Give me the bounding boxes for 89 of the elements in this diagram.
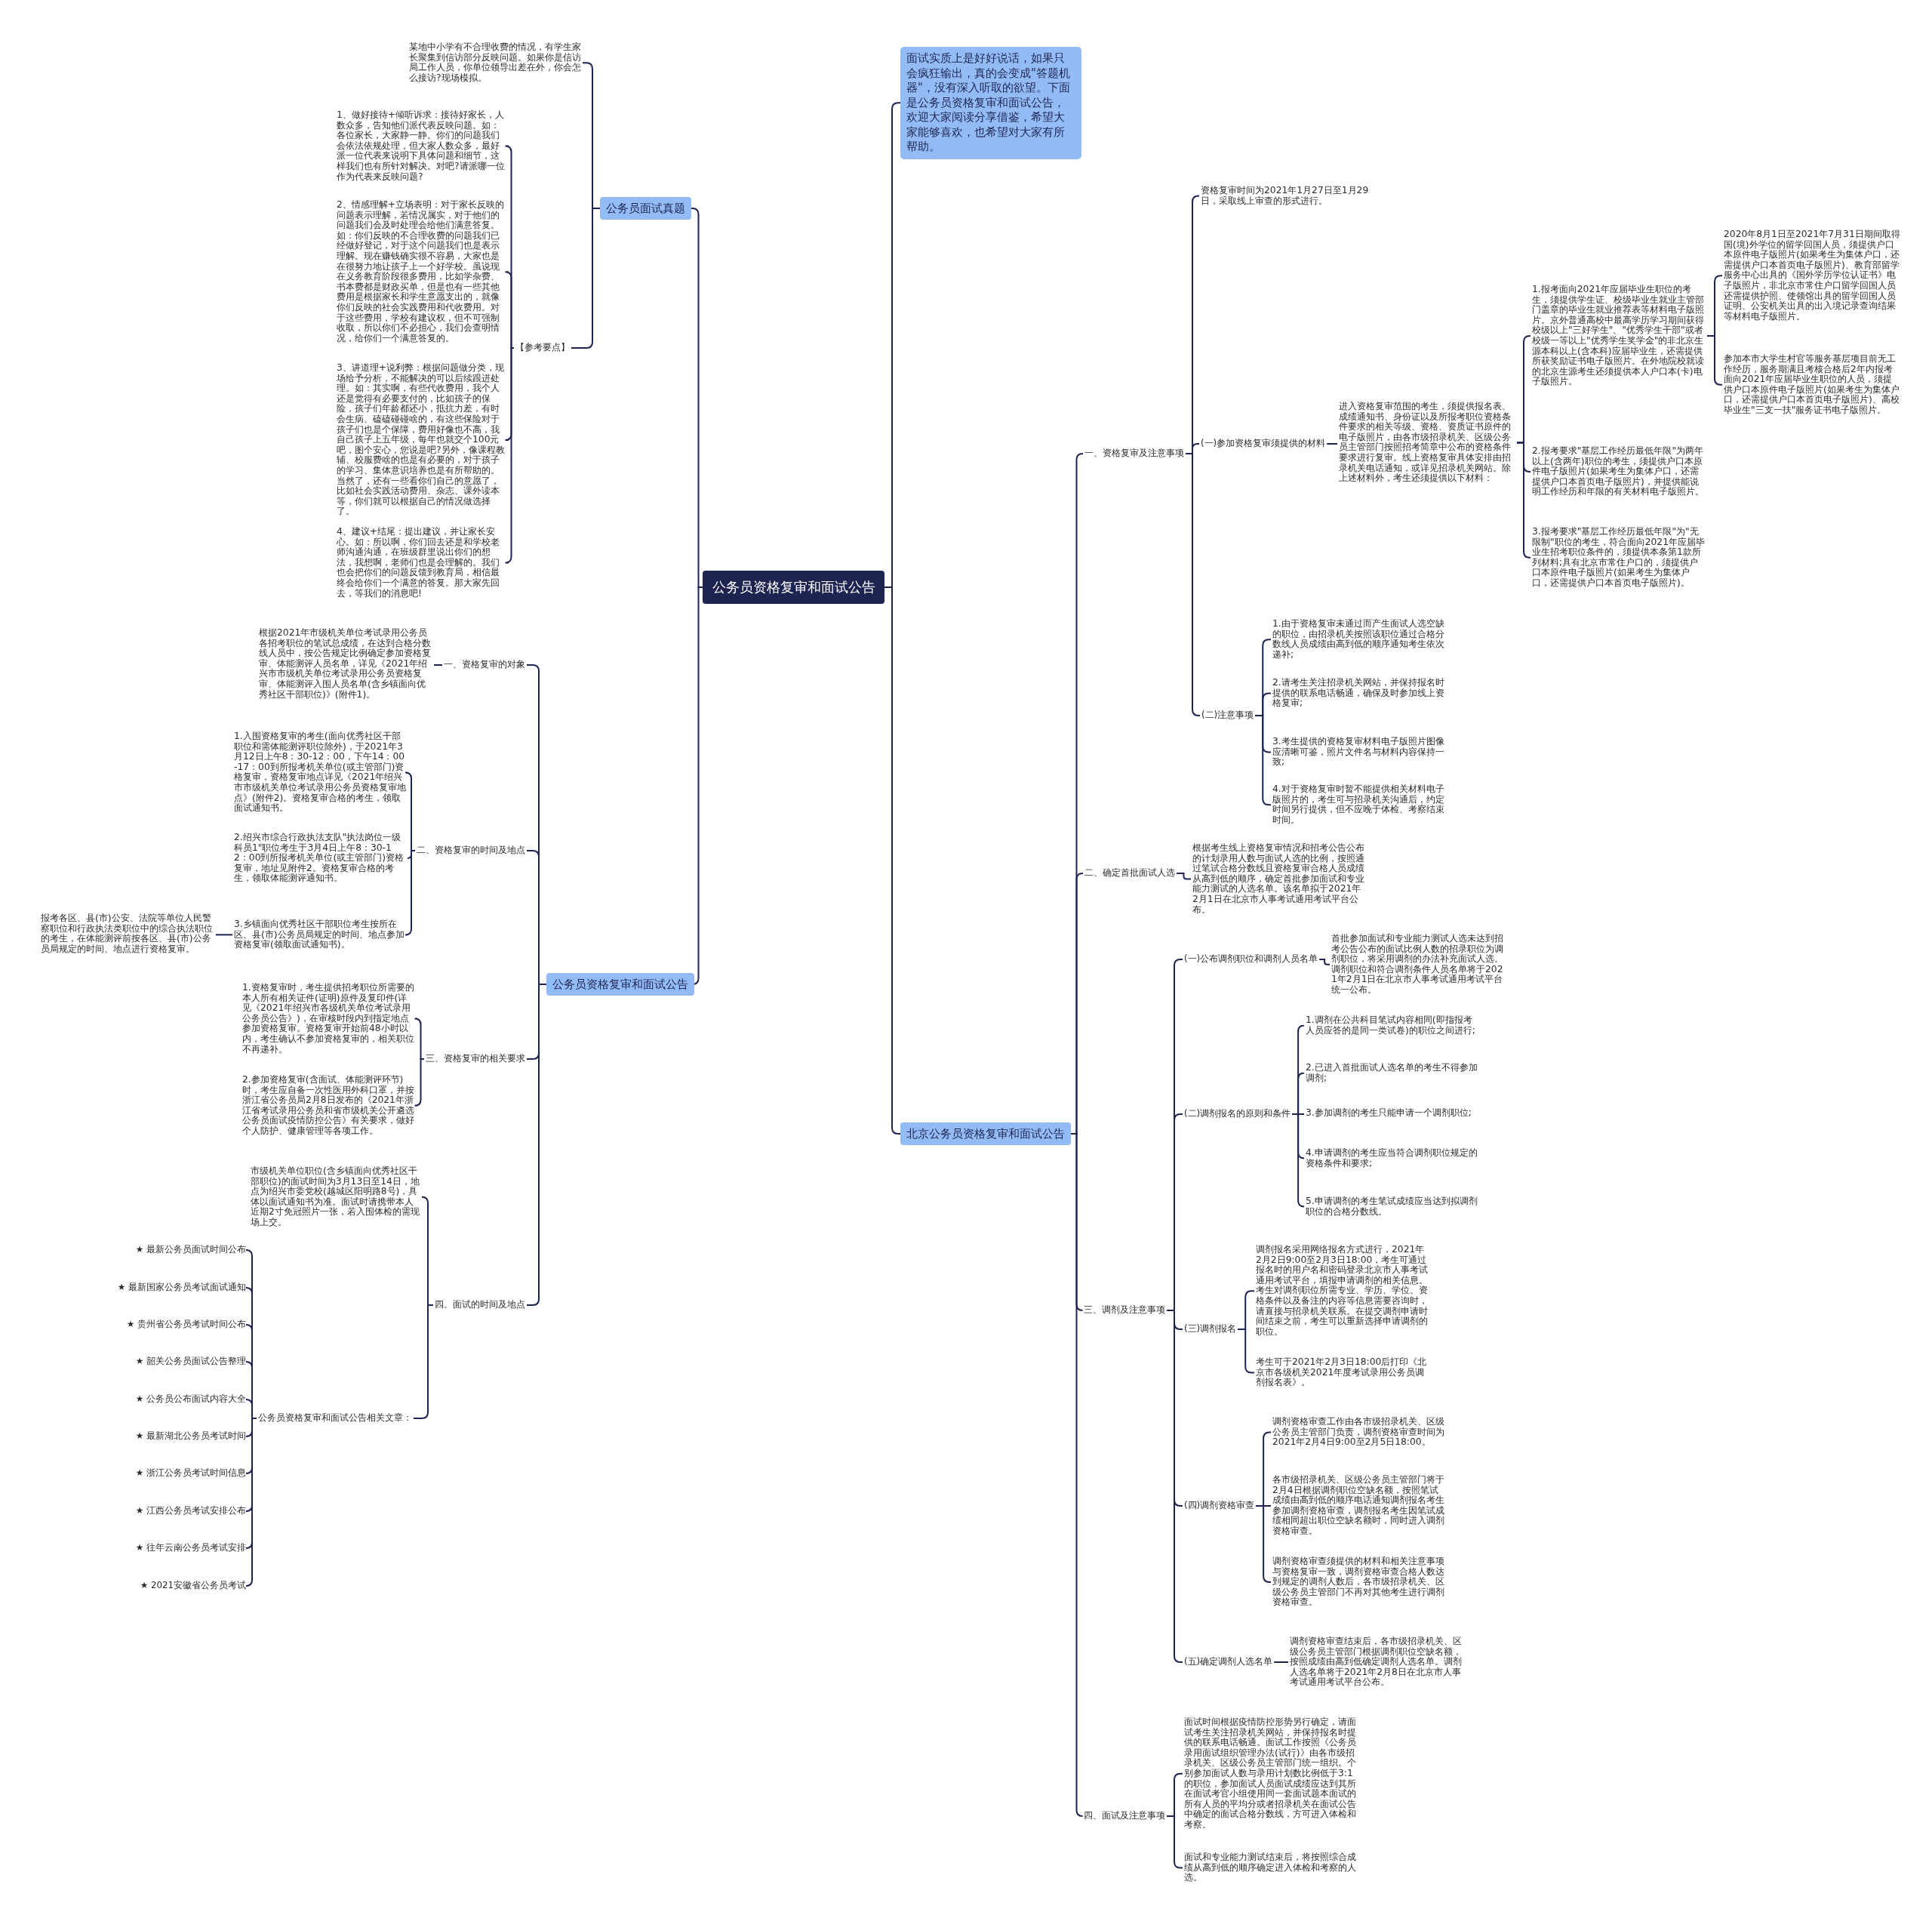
topic-label: (三)调剂报名 (1183, 1323, 1238, 1335)
topic-label: 三、调剂及注意事项 (1082, 1304, 1167, 1316)
topic-label: ★ 最新国家公务员考试面试通知 (115, 1282, 248, 1294)
topic-label: 三、资格复审的相关要求 (424, 1053, 527, 1065)
note-text: 2.绍兴市综合行政执法支队"执法岗位一级科员1"职位考生于3月4日上午8：30-12：00到所报考机关单位(或主管部门)资格复审，地址见附件2。资格复审合格的考生，领取体能测评通知书。 (232, 832, 408, 885)
branch-topic-box: 公务员面试真题 (600, 197, 691, 220)
note-text: 3.乡镇面向优秀社区干部职位考生按所在区、县(市)公务员局规定的时间、地点参加资格复审(领取面试通知书)。 (232, 919, 408, 951)
note-text: 面试和专业能力测试结束后，将按照综合成绩从高到低的顺序确定进入体检和考察的人选。 (1183, 1852, 1359, 1884)
intro-box: 面试实质上是好好说话，如果只会疯狂输出，真的会变成"答题机器"，没有深入听取的欲望。下面是公务员资格复审和面试公告，欢迎大家阅读分享借鉴，希望大家能够喜欢，也希望对大家有所帮助。 (900, 47, 1081, 159)
note-text: 3、讲道理+说利弊：根据问题做分类，现场给予分析，不能解决的可以后续跟进处理。如：其实啊，有些代收费用，我个人还是觉得有必要支付的，比如孩子的保险，孩子们年龄都还小，抵抗力差，有时会生病、磕磕碰碰啥的，有这些保险对于孩子们也是个保障，费用好像也不高，我自己孩子上五年级，每年也就交个100元吧，图个安心，您说是吧?另外，像课程教辅、校服费啥的也是有必要的，对于孩子的学习、集体意识培养也是有所帮助的。当然了，还有一些看你们自己的意愿了，比如社会实践活动费用、杂志、课外读本等，你们就可以根据自己的情况做选择了。 (335, 362, 509, 518)
topic-label: ★ 贵州省公务员考试时间公布 (125, 1319, 248, 1331)
note-text: 根据2021年市级机关单位考试录用公务员各招考职位的笔试总成绩，在达到合格分数线人员中，按公告规定比例确定参加资格复审、体能测评人员名单，详见《2021年绍兴市市级机关单位考试录用公务员资格复审、体能测评入围人员名单(含乡镇面向优秀社区干部职位)》(附件1)。 (257, 627, 434, 701)
connector-line (504, 347, 515, 564)
topic-label: 四、面试及注意事项 (1082, 1810, 1167, 1822)
note-text: 资格复审时间为2021年1月27日至1月29日，采取线上审查的形式进行。 (1199, 185, 1374, 208)
note-text: 报考各区、县(市)公安、法院等单位人民警察职位和行政执法类职位中的综合执法职位的考生，在体能测评前按各区、县(市)公务员局规定的时间、地点进行资格复审。 (39, 913, 216, 956)
connector-line (1318, 959, 1331, 965)
central-topic-box: 公务员资格复审和面试公告 (703, 571, 884, 604)
note-text: 4.对于资格复审时暂不能提供相关材料电子版照片的，考生可与招录机关沟通后，约定时间另行提供，但不应晚于体检、考察结束时间。 (1271, 784, 1447, 827)
note-text: 4、建议+结尾：提出建议，并让家长安心。如：所以啊，你们回去还是和学校老师沟通沟通，在班级群里说出你们的想法，我想啊，老师们也是会理解的。我们也会把你们的问题反馈到教育局，相信最终会给你们一个满意的答复。那大家先回去，等我们的消息吧! (335, 526, 509, 600)
note-text: 4.申请调剂的考生应当符合调剂职位规定的资格条件和要求; (1304, 1147, 1481, 1170)
note-text: 2.报考要求"基层工作经历最低年限"为两年以上(含两年)职位的考生，须提供户口本原件电子版照片(如果考生为集体户口，还需提供户口本首页电子版照片)，并提供能说明工作经历和年限的有关材料电子版照片。 (1531, 445, 1707, 498)
note-text: 1.由于资格复审未通过而产生面试人选空缺的职位，由招录机关按照该职位通过合格分数线人员成绩由高到低的顺序通知考生依次递补; (1271, 618, 1447, 661)
connector-line (1166, 1815, 1183, 1869)
note-text: 调剂资格审查工作由各市级招录机关、区级公务员主管部门负责，调剂资格审查时间为2021年2月4日9:00至2月5日18:00。 (1271, 1416, 1447, 1449)
note-text: 考生可于2021年2月3日18:00后打印《北京市各级机关2021年度考试录用公务员调剂报名表》。 (1254, 1356, 1431, 1389)
connector-line (1237, 1329, 1255, 1374)
connector-line (1273, 1661, 1289, 1663)
note-text: 参加本市大学生村官等服务基层项目前无工作经历，服务期满且考核合格后2年内报考面向2021年应届毕业生职位的人员，须提供户口本原件电子版照片(如果考生为集体户口，还需提供户口本首页电子版照片)、高校毕业生"三支一扶"服务证书电子版照片。 (1722, 353, 1902, 417)
note-text: 首批参加面试和专业能力测试人选未达到招考公告公布的面试比例人数的招录职位为调剂职位，将采用调剂的办法补充面试人选。调剂职位和符合调剂条件人员名单将于2021年2月1日在北京市人事考试通用考试平台统一公布。 (1330, 933, 1506, 996)
connector-line (215, 934, 233, 936)
note-text: 2.参加资格复审(含面试、体能测评环节)时，考生应自备一次性医用外科口罩，并按浙江省公务员局2月8日发布的《2021年浙江省考试录用公务员和省市级机关公开遴选公务员面试疫情防控公告》有关要求，做好个人防护、健康管理等各项工作。 (241, 1074, 417, 1138)
note-text: 调剂资格审查须提供的材料和相关注意事项与资格复审一致，调剂资格审查合格人数达到规定的调剂人数后，各市级招录机关、区级公务员主管部门不再对其他考生进行调剂资格审查。 (1271, 1556, 1447, 1609)
note-text: 根据考生线上资格复审情况和招考公告公布的计划录用人数与面试人选的比例，按照通过笔试合格分数线且资格复审合格人员成绩从高到低的顺序，确定首批参加面试和专业能力测试的人选名单。该名单拟于2021年2月1日在北京市人事考试通用考试平台公布。 (1191, 842, 1367, 916)
topic-label: 公务员资格复审和面试公告相关文章： (257, 1412, 414, 1424)
connector-line (504, 271, 515, 349)
topic-label: (二)注意事项 (1200, 710, 1256, 722)
connector-line (414, 1058, 425, 1107)
note-text: 2.已进入首批面试人选名单的考生不得参加调剂; (1304, 1062, 1481, 1085)
connector-line (1516, 442, 1531, 559)
topic-label: ★ 韶关公务员面试公告整理 (134, 1356, 248, 1368)
topic-label: (四)调剂资格审查 (1183, 1500, 1257, 1512)
note-text: 市级机关单位职位(含乡镇面向优秀社区干部职位)的面试时间为3月13日至14日，地点为绍兴市委党校(越城区阳明路8号)，具体以面试通知书为准。面试时请携带本人近期2寸免冠照片一张，若入围体检的需现场上交。 (249, 1165, 423, 1229)
note-text: 5.申请调剂的考生笔试成绩应当达到拟调剂职位的合格分数线。 (1304, 1196, 1481, 1218)
note-text: 进入资格复审范围的考生，须提供报名表、成绩通知书、身份证以及所报考职位资格条件要求的相关等级、资格、资质证书原件的电子版照片，由各市级招录机关、区级公务员主管部门按照招考简章中公布的资格条件要求进行复审。线上资格复审具体安排由招录机关电话通知，或详见招录机关网站。除上述材料外，考生还须提供以下材料： (1337, 401, 1517, 485)
note-text: 1.调剂在公共科目笔试内容相同(即指报考人员应答的是同一类试卷)的职位之间进行; (1304, 1014, 1481, 1037)
topic-label: ★ 2021安徽省公务员考试 (138, 1580, 248, 1592)
topic-label: (五)确定调剂人选名单 (1183, 1656, 1275, 1668)
note-text: 1.入围资格复审的考生(面向优秀社区干部职位和需体能测评职位除外)，于2021年3月12日上午8：30-12：00，下午14：00-17：00到所报考机关单位(或主管部门)资格复审，资格复审地点详见《2021年绍兴市市级机关单位考试录用公务员资格复审地点》(附件2)。资格复审合格的考生，领取面试通知书。 (232, 731, 408, 814)
note-text: 某地中小学有不合理收费的情况，有学生家长聚集到信访部分反映问题。如果你是信访局工作人员，你单位领导出差在外，你会怎么接访?现场模拟。 (408, 42, 583, 85)
topic-label: ★ 最新公务员面试时间公布 (134, 1244, 248, 1256)
topic-label: 二、资格复审的时间及地点 (415, 845, 527, 857)
topic-label: 四、面试的时间及地点 (433, 1299, 527, 1311)
topic-label: 【参考要点】 (514, 342, 571, 354)
note-text: 各市级招录机关、区级公务员主管部门将于2月4日根据调剂职位空缺名额，按照笔试成绩由高到低的顺序电话通知调剂报名考生参加调剂资格审查，调剂报名考生因笔试成绩相同超出职位空缺名额时，同时进入调剂资格审查。 (1271, 1474, 1447, 1538)
topic-label: ★ 浙江公务员考试时间信息 (134, 1467, 248, 1479)
connector-line (1166, 1310, 1183, 1663)
topic-label: (一)参加资格复审须提供的材料 (1199, 438, 1327, 450)
topic-label: (一)公布调剂职位和调剂人员名单 (1183, 953, 1320, 965)
topic-label: 一、资格复审的对象 (442, 659, 527, 671)
note-text: 1.报考面向2021年应届毕业生职位的考生，须提供学生证、校级毕业生就业主管部门盖章的毕业生就业推荐表等材料电子版照片。京外普通高校中最高学历学习期间获得校级以上"三好学生"、"优秀学生干部"或者校级一等以上"优秀学生奖学金"的非北京生源本科以上(含本科)应届毕业生，还需提供所获奖励证书电子版照片。在外地院校就读的北京生源考生还须提供本人户口本(卡)电子版照片。 (1531, 284, 1707, 388)
note-text: 1.资格复审时，考生提供招考职位所需要的本人所有相关证件(证明)原件及复印件(详见《2021年绍兴市各级机关单位考试录用公务员公告》)，在审核时段内到指定地点参加资格复审。资格复审开始前48小时以内，考生确认不参加资格复审的，相关职位不再递补。 (241, 982, 417, 1056)
topic-label: ★ 最新湖北公务员考试时间 (134, 1430, 248, 1442)
note-text: 调剂报名采用网络报名方式进行，2021年2月2日9:00至2月3日18:00，考生可通过报名时的用户名和密码登录北京市人事考试通用考试平台，填报申请调剂的相关信息。考生对调剂职位所需专业、学历、学位、资格条件以及备注的内容等信息需要咨询时，请直接与招录机关联系。在提交调剂申请时间结束之前，考生可以重新选择申请调剂的职位。 (1254, 1244, 1431, 1338)
connector-line (245, 1418, 257, 1587)
connector-line (1254, 715, 1272, 806)
note-text: 1、做好接待+倾听诉求：接待好家长，人数众多，告知他们派代表反映问题。如：各位家长，大家静一静。你们的问题我们会依法依规处理，但大家人数众多，最好派一位代表来说明下具体问题和细节，这样我们也有所针对解决。对吧?请派哪一位作为代表来反映问题? (335, 109, 509, 183)
connector-line (1176, 873, 1192, 880)
topic-label: 一、资格复审及注意事项 (1083, 448, 1186, 460)
note-text: 调剂资格审查结束后，各市级招录机关、区级公务员主管部门根据调剂职位空缺名额，按照成绩由高到低确定调剂人选名单。调剂人选名单将于2021年2月8日在北京市人事考试通用考试平台公布。 (1288, 1636, 1465, 1689)
note-text: 3.考生提供的资格复审材料电子版照片图像应清晰可鉴，照片文件名与材料内容保持一致; (1271, 736, 1447, 768)
connector-line (1326, 443, 1338, 445)
note-text: 3.参加调剂的考生只能申请一个调剂职位; (1304, 1107, 1481, 1119)
note-text: 2.请考生关注招录机关网站，并保持报名时提供的联系电话畅通，确保及时参加线上资格复审; (1271, 677, 1447, 710)
branch-topic-box: 北京公务员资格复审和面试公告 (900, 1122, 1071, 1145)
note-text: 面试时间根据疫情防控形势另行确定，请面试考生关注招录机关网站，并保持报名时提供的联系电话畅通。面试工作按照《公务员录用面试组织管理办法(试行)》由各市级招录机关、区级公务员主管部门统一组织。个别参加面试人数与录用计划数比例低于3:1的职位，参加面试人员面试成绩应达到其所在面试考官小组使用同一套面试题本面试的所有人员的平均分或者招录机关在面试公告中确定的面试合格分数线，方可进入体检和考察。 (1183, 1716, 1359, 1831)
topic-label: ★ 往年云南公务员考试安排 (134, 1542, 248, 1554)
note-text: 2020年8月1日至2021年7月31日期间取得国(境)外学位的留学回国人员，须提供户口本原件电子版照片(如果考生为集体户口，还需提供户口本首页电子版照片)、教育部留学服务中心出具的《国外学历学位认证书》电子版照片，非北京市常住户口留学回国人员还需提供护照、使领馆出具的留学回国人员证明、公安机关出具的出入境记录查询结果等材料电子版照片。 (1722, 229, 1902, 323)
topic-label: (二)调剂报名的原则和条件 (1183, 1108, 1293, 1120)
connector-line (433, 664, 443, 666)
note-text: 2、情感理解+立场表明：对于家长反映的问题表示理解，若情况属实，对于他们的问题我们会及时处理会给他们满意答复。如：你们反映的不合理收费的问题我们已经做好登记，对于这个问题我们也是表示理解。现在赚钱确实很不容易，大家也是在很努力地让孩子上一个好学校。虽说现在义务教育阶段很多费用，比如学杂费、书本费都是财政买单，但是也有一些其他费用是根据家长和学生意愿支出的，就像你们反映的社会实践费用和代收费用。对于这些费用，学校有建议权，但不可强制收取，所以你们不必担心，我们会查明情况，给你们一个满意答复的。 (335, 199, 509, 345)
connector-line (1255, 1505, 1272, 1583)
connector-line (1185, 453, 1201, 716)
topic-label: 二、确定首批面试人选 (1083, 867, 1177, 879)
topic-label: ★ 江西公务员考试安排公布 (134, 1505, 248, 1517)
note-text: 3.报考要求"基层工作经历最低年限"为"无限制"职位的考生，符合面向2021年应届毕业生招考职位条件的，须提供本条第1款所列材料;具有北京市常住户口的，须提供户口本原件电子版照片(如果考生为集体户口，还需提供户口本首页电子版照片)。 (1531, 526, 1707, 590)
connector-line (1706, 334, 1723, 386)
branch-topic-box: 公务员资格复审和面试公告 (546, 973, 694, 996)
topic-label: ★ 公务员公布面试内容大全 (134, 1393, 248, 1406)
